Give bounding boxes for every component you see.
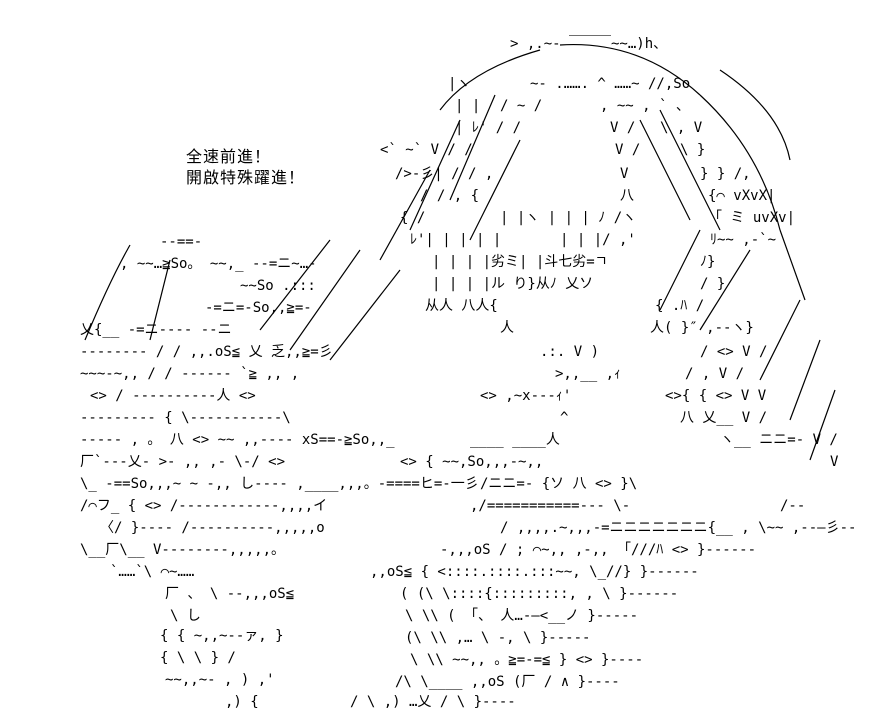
svg-text:‐‐‐‐‐ , 。 八 <> ~~ ,,‐‐‐‐: ‐‐‐‐‐ , 。 八 <> ~~ ,,‐‐‐‐ xS==‐≧So,,_	[80, 432, 395, 448]
svg-text:^: ^	[560, 410, 568, 426]
svg-text:/ }: / }	[700, 276, 725, 292]
svg-text:V /: V /	[610, 120, 635, 136]
svg-text:`……`\ ⌒~……: `……`\ ⌒~……	[110, 564, 194, 580]
svg-text:\ , V: \ , V	[660, 120, 703, 136]
svg-text:\_ ‐==So,,,~ ~ ‐,, し‐‐: \_ ‐==So,,,~ ~ ‐,, し‐‐‐‐ ,____,,,。‐====ヒ…	[80, 476, 479, 492]
svg-text:<> / ‐‐‐‐‐‐‐‐‐: <> / ‐‐‐‐‐‐‐‐‐‐人 <>	[90, 388, 256, 404]
svg-text:|ヽ: |ヽ	[448, 76, 470, 92]
svg-text:ﾘ~~ ,‐`~: ﾘ~~ ,‐`~	[710, 232, 776, 248]
svg-text:V: V	[830, 454, 839, 470]
svg-text:‐‐‐‐‐‐‐‐‐ { \‐‐‐‐‐‐‐‐‐: ‐‐‐‐‐‐‐‐‐ { \‐‐‐‐‐‐‐‐‐‐‐\	[80, 410, 291, 426]
svg-text:{⌒ vXvX|: {⌒ vXvX|	[708, 188, 775, 204]
svg-text:ﾚ'| | | | |: ﾚ'| | | | |	[410, 232, 501, 248]
svg-text:/ \ ,) …乂: / \ ,) …乂 / \ }‐‐‐‐	[350, 694, 516, 710]
svg-text:\ し: \ し	[170, 608, 201, 624]
svg-text:V /: V /	[615, 142, 640, 158]
svg-text:,/===========‐‐‐ \‐: ,/===========‐‐‐ \‐	[470, 498, 630, 514]
svg-text:/>‐彡| / / ,: />‐彡| / / ,	[395, 166, 493, 182]
svg-text:<>{ { <> V V: <>{ { <> V V	[665, 388, 767, 404]
svg-text:{ \ \ } /: { \ \ } /	[160, 650, 236, 666]
svg-text:从人 八人{: 从人 八人{	[425, 298, 498, 314]
svg-text:| |ヽ | | | ﾉ /ヽ: | |ヽ | | | ﾉ /ヽ	[500, 210, 636, 226]
svg-text:/ , V /: / , V /	[685, 366, 744, 382]
svg-text:厂`‐‐‐乂‐ >‐ ,, ,‐ \‐/: 厂`‐‐‐乂‐ >‐ ,, ,‐ \‐/ <>	[80, 454, 285, 470]
svg-text:\ \\ ( 「、 人…‐―<__ノ: \ \\ ( 「、 人…‐―<__ノ }‐‐‐‐‐	[405, 608, 638, 624]
svg-text:<` ~` V / /: <` ~` V / /	[380, 142, 473, 158]
svg-text:____ ____人: ____ ____人	[470, 432, 560, 448]
caption-block: 全速前進！ 開啟特殊躍進！	[186, 146, 305, 188]
svg-text:~‐ .……. ^ ……~ //,So: ~‐ .……. ^ ……~ //,So	[530, 76, 690, 92]
svg-text:\ \\ ~~,, 。≧=‐=≦: \ \\ ~~,, 。≧=‐=≦ } <> }‐‐‐‐	[410, 652, 643, 668]
svg-text:.:. V ): .:. V )	[540, 344, 599, 360]
caption-line-2: 開啟特殊躍進！	[186, 168, 306, 187]
svg-text:<> { ~~,So,,,‐~,,: <> { ~~,So,,,‐~,,	[400, 454, 543, 470]
svg-text:厂 、 \ ‐‐,,,oS≦: 厂 、 \ ‐‐,,,oS≦	[165, 586, 294, 602]
svg-text:乂{__ ‐=ニ‐‐‐‐ ‐‐ニ: 乂{__ ‐=ニ‐‐‐‐ ‐‐ニ	[80, 322, 232, 338]
svg-text:} } /,: } } /,	[700, 166, 751, 182]
svg-text:\__厂\__ V‐‐‐‐‐‐‐‐,,,,,。: \__厂\__ V‐‐‐‐‐‐‐‐,,,,,。	[80, 542, 285, 558]
svg-text:(\ \\ ,… \ ‐, \: (\ \\ ,… \ ‐, \ }‐‐‐‐‐	[405, 630, 590, 646]
hair-strands	[84, 43, 836, 461]
svg-text:| | | |劣ミ| |斗七劣=ㄱ: | | | |劣ミ| |斗七劣=ㄱ	[432, 254, 608, 270]
svg-text:\ }: \ }	[680, 142, 705, 158]
svg-text:{ .ﾊ /: { .ﾊ /	[655, 298, 704, 314]
svg-text:>,,__ ,ｨ: >,,__ ,ｨ	[555, 366, 621, 382]
svg-text:> ,.~‐ ￣￣￣~~…)h、: > ,.~‐ ￣￣￣~~…)h、	[510, 36, 667, 52]
svg-text:/‐‐: /‐‐	[780, 498, 805, 514]
svg-text:~~~‐~,, / / ‐‐‐‐‐‐ `: ~~~‐~,, / / ‐‐‐‐‐‐ `≧ ,, ,	[80, 366, 299, 382]
svg-text:<> ,~x‐‐-ｨ': <> ,~x‐‐-ｨ'	[480, 388, 571, 404]
svg-text:/ / , {: / / , {	[420, 188, 479, 204]
svg-text:{ { ~,,~‐‐ァ, }: { { ~,,~‐‐ァ, }	[160, 628, 284, 644]
svg-text:人( }″ ,‐‐ヽ}: 人( }″ ,‐‐ヽ}	[650, 320, 754, 336]
svg-text:人: 人	[500, 320, 514, 336]
svg-text:/\ \____ ,,oS (厂 /: /\ \____ ,,oS (厂 / ∧ }‐‐‐‐	[395, 674, 620, 690]
svg-text:{ /: { /	[400, 210, 425, 226]
svg-text:V: V	[620, 166, 629, 182]
caption-line-1: 全速前進！	[186, 147, 272, 166]
svg-text:| |: | |	[455, 98, 480, 114]
svg-text:, ~~…≧So。 ~~,_ ‐‐=ニ~…-: , ~~…≧So。 ~~,_ ‐‐=ニ~…-	[120, 256, 317, 272]
svg-text:八 乂__ V /: 八 乂__ V /	[680, 410, 767, 426]
svg-text:ﾉ}: ﾉ}	[700, 254, 715, 270]
svg-text:〈/ }‐‐‐‐ /‐‐‐‐‐‐‐‐‐‐,,,,,o: 〈/ }‐‐‐‐ /‐‐‐‐‐‐‐‐‐‐,,,,,o	[100, 520, 325, 536]
svg-text:「 ミ uvXv|: 「 ミ uvXv|	[708, 210, 795, 226]
svg-text:/ ~ /: / ~ /	[500, 98, 542, 114]
svg-text:,,oS≦ { <::::.::::.:::: ,,oS≦ { <::::.::::.:::~~, \_//} }‐‐‐‐‐‐	[370, 564, 699, 580]
svg-text:~~,,~‐ , ) ,': ~~,,~‐ , ) ,'	[165, 672, 275, 688]
svg-text:~~So .:::: ~~So .:::	[240, 278, 316, 294]
svg-text:‐,,,oS / ; ⌒~,, ,‐,,: ‐,,,oS / ; ⌒~,, ,‐,, 「///ﾊ <> }‐‐‐‐‐‐	[440, 542, 756, 558]
svg-text:‐‐==‐: ‐‐==‐	[160, 234, 202, 250]
svg-text:‐‐‐‐‐‐‐‐ / / ,,.oS≦ 乂 乏,: ‐‐‐‐‐‐‐‐ / / ,,.oS≦ 乂 乏,,≧=彡	[80, 344, 333, 360]
svg-text:ヽ__ ニニ=‐ V /: ヽ__ ニニ=‐ V /	[720, 432, 838, 448]
svg-text:‐=ニ=‐So,,≧=‐: ‐=ニ=‐So,,≧=‐	[205, 300, 312, 316]
svg-text:/ <> V /: / <> V /	[700, 344, 767, 360]
svg-text:, ~~ , ` 、: , ~~ , ` 、	[600, 98, 690, 114]
svg-text:/ ,,,,.~,,,‐=ニニニニニニニ{__ , \~: / ,,,,.~,,,‐=ニニニニニニニ{__ , \~~ ,‐‐―彡‐‐	[500, 520, 856, 536]
svg-text:八: 八	[620, 188, 634, 204]
svg-text:/⌒フ_ { <> /‐‐‐‐‐‐‐: /⌒フ_ { <> /‐‐‐‐‐‐‐‐‐‐‐‐,,,,イ	[80, 498, 327, 514]
svg-text:| ﾚ' / /: | ﾚ' / /	[455, 120, 521, 136]
svg-text:/ニニ=‐ {ソ 八 <>: /ニニ=‐ {ソ 八 <> }\	[480, 476, 637, 492]
svg-text:,) {: ,) {	[225, 694, 259, 710]
svg-text:| | | |ル り}从ﾉ 乂ソ: | | | |ル り}从ﾉ 乂ソ	[432, 276, 593, 292]
svg-text:( (\ \::::{:::::::::,: ( (\ \::::{:::::::::, , \ }‐‐‐‐‐‐	[400, 586, 678, 602]
svg-text:| | |/ ,': | | |/ ,'	[560, 232, 636, 248]
